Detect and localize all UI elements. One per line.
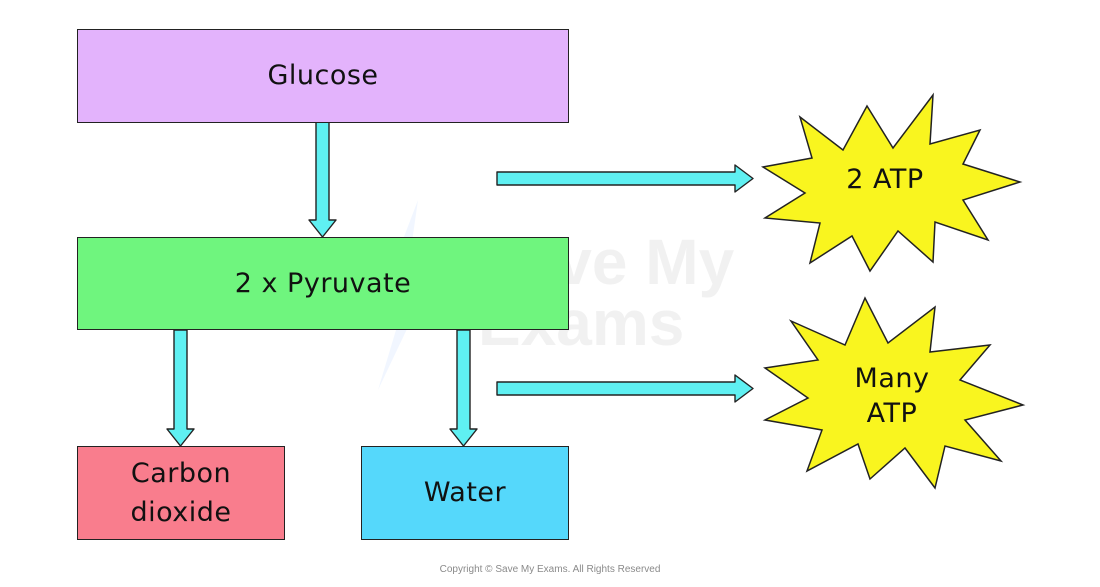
atp-yield-label-top: 2 ATP	[846, 164, 924, 195]
arrow-to-many-atp	[496, 374, 754, 403]
water-box: Water	[361, 446, 569, 540]
water-label: Water	[423, 477, 507, 509]
arrow-glucose-to-pyruvate	[308, 121, 337, 238]
arrow-pyruvate-to-water	[449, 329, 478, 447]
atp-yield-label-bottom-line-2: ATP	[866, 398, 918, 430]
atp-yield-label-bottom: Many ATP	[817, 361, 967, 431]
arrow-pyruvate-to-carbon-dioxide	[166, 329, 195, 447]
glucose-label: Glucose	[267, 60, 379, 92]
carbon-dioxide-label-line-2: dioxide	[130, 497, 232, 528]
glucose-box: Glucose	[77, 29, 569, 123]
carbon-dioxide-box: Carbon dioxide	[77, 446, 285, 540]
atp-burst-bottom	[762, 296, 1026, 490]
pyruvate-box: 2 x Pyruvate	[77, 237, 569, 330]
arrow-to-2-atp	[496, 164, 754, 193]
atp-yield-label-bottom-line-1: Many	[854, 363, 930, 394]
carbon-dioxide-label-line-1: Carbon	[130, 457, 232, 489]
copyright-notice: Copyright © Save My Exams. All Rights Re…	[439, 564, 661, 575]
pyruvate-label: 2 x Pyruvate	[234, 267, 412, 299]
atp-burst-top	[760, 92, 1023, 273]
